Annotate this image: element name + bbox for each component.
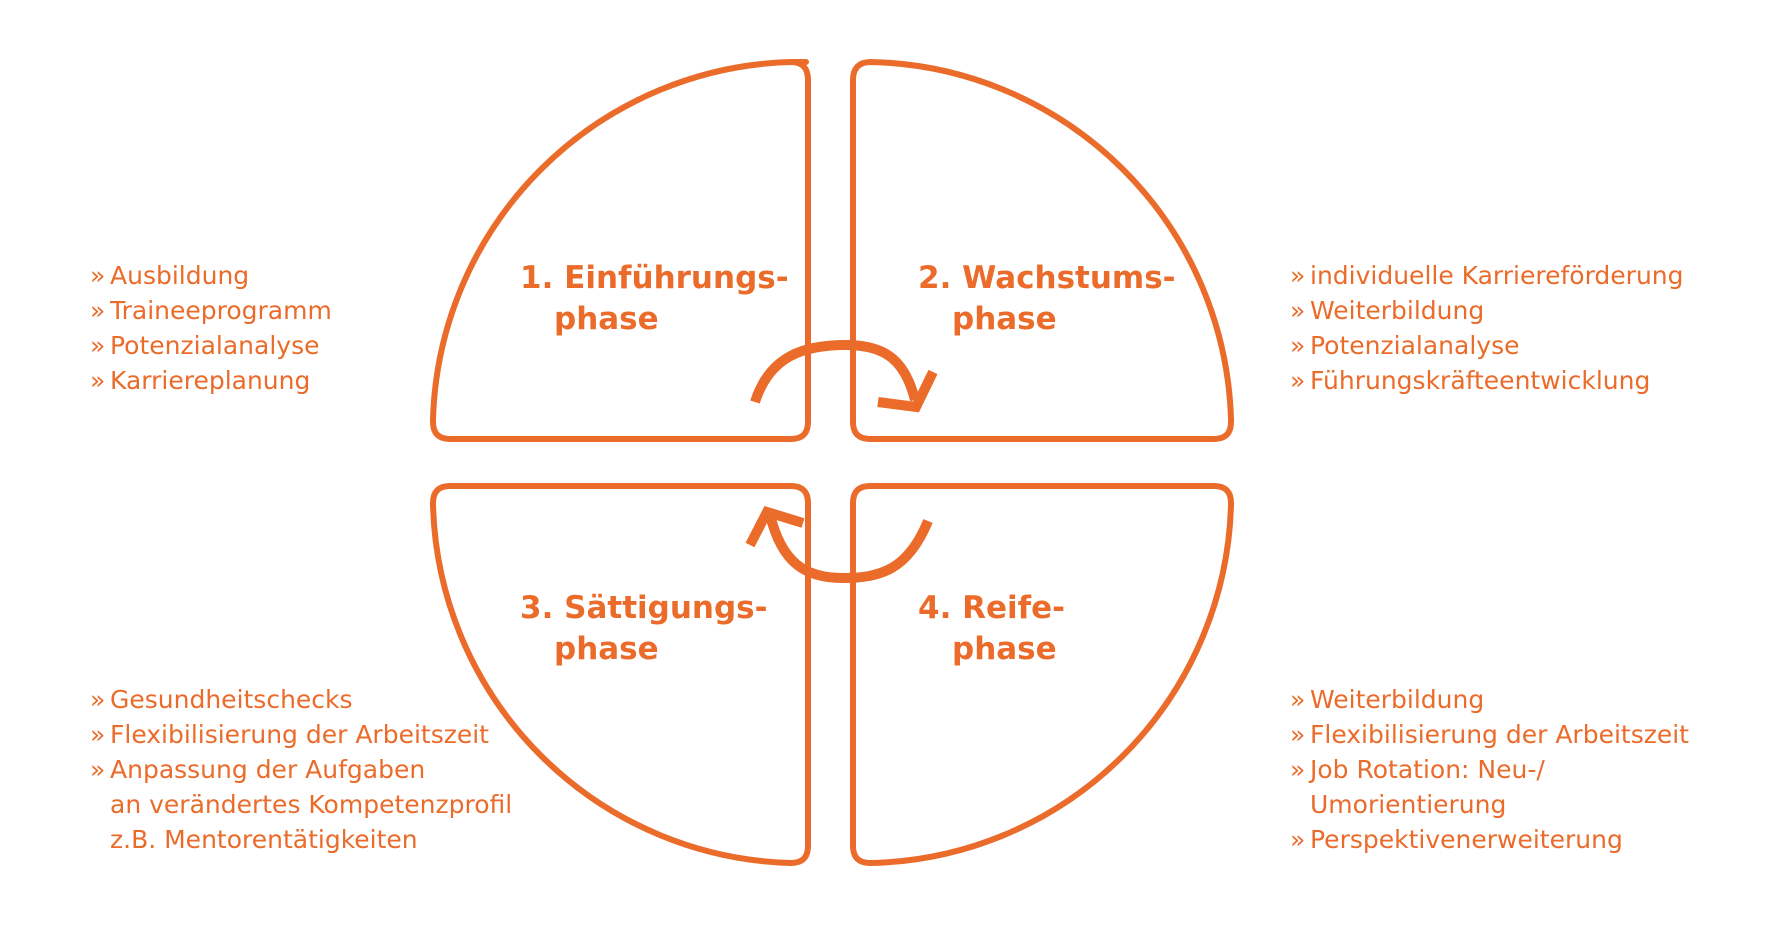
- measure-item-line: an verändertes Kompetenzprofil: [110, 790, 513, 819]
- measure-item-line: z.B. Mentorentätigkeiten: [110, 825, 418, 854]
- measure-item-line: Anpassung der Aufgaben: [110, 755, 426, 784]
- phase-title-reife: 4. Reife- phase: [918, 590, 1066, 667]
- cycle-arrowhead-top: [877, 369, 938, 413]
- measure-item: Perspektivenerweiterung: [1290, 822, 1689, 857]
- measure-item: individuelle Karriereförderung: [1290, 258, 1684, 293]
- measure-item: Traineeprogramm: [90, 293, 332, 328]
- measure-item: Weiterbildung: [1290, 682, 1689, 717]
- measure-item: Flexibilisierung der Arbeitszeit: [1290, 717, 1689, 752]
- measure-item-line: Job Rotation: Neu-/: [1310, 755, 1545, 784]
- phase-title-saettigung: 3. Sättigungs- phase: [520, 590, 768, 667]
- quadrant-reife: [850, 483, 1234, 866]
- measures-saettigung: Gesundheitschecks Flexibilisierung der A…: [90, 682, 512, 857]
- measure-item: Karriereplanung: [90, 363, 332, 398]
- measure-item: Ausbildung: [90, 258, 332, 293]
- measure-item: Führungskräfteentwicklung: [1290, 363, 1684, 398]
- measures-einfuehrung: Ausbildung Traineeprogramm Potenzialanal…: [90, 258, 332, 398]
- quadrant-saettigung: [430, 483, 811, 866]
- measure-item-line: Umorientierung: [1310, 790, 1507, 819]
- measure-item: Flexibilisierung der Arbeitszeit: [90, 717, 512, 752]
- quadrant-wachstum: [850, 59, 1234, 442]
- measure-item: Gesundheitschecks: [90, 682, 512, 717]
- measure-item: Potenzialanalyse: [1290, 328, 1684, 363]
- measures-wachstum: individuelle Karriereförderung Weiterbil…: [1290, 258, 1684, 398]
- phase-title-wachstum: 2. Wachstums- phase: [918, 260, 1176, 337]
- measure-item: Job Rotation: Neu-/ Umorientierung: [1290, 752, 1689, 822]
- measures-reife: Weiterbildung Flexibilisierung der Arbei…: [1290, 682, 1689, 857]
- measure-item: Weiterbildung: [1290, 293, 1684, 328]
- cycle-arrow-bottom: [765, 513, 933, 584]
- cycle-arrowhead-bottom: [745, 505, 805, 548]
- measure-item: Potenzialanalyse: [90, 328, 332, 363]
- phase-title-einfuehrung: 1. Einführungs- phase: [520, 260, 789, 337]
- measure-item: Anpassung der Aufgaben an verändertes Ko…: [90, 752, 512, 857]
- cycle-arrow-top: [750, 339, 920, 404]
- quadrant-einfuehrung: [430, 59, 811, 442]
